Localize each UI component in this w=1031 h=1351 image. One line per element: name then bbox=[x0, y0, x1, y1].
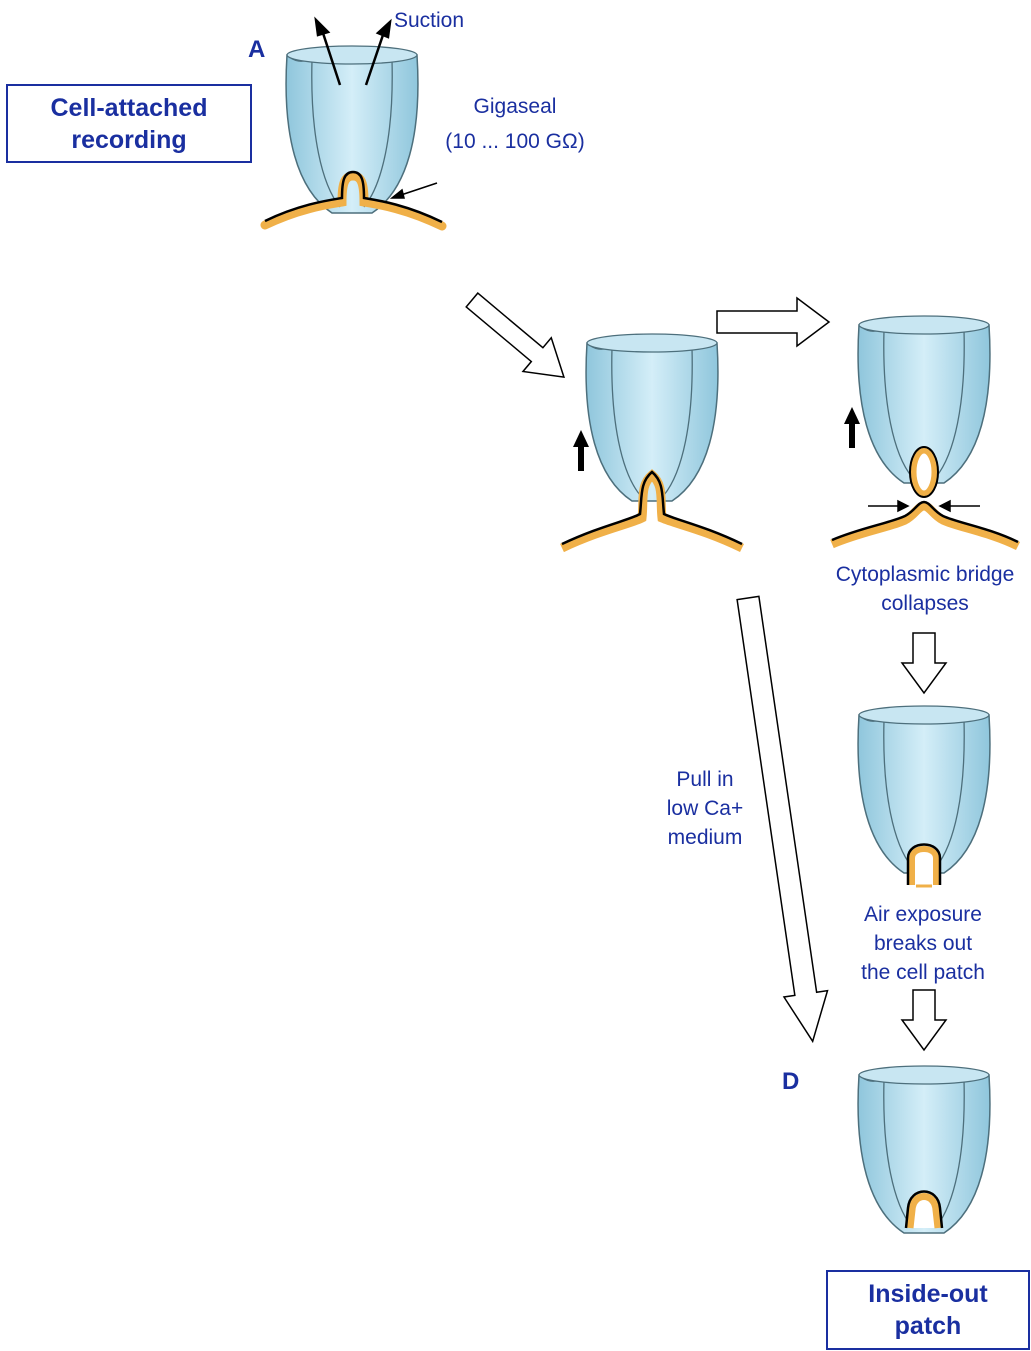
membrane-a bbox=[260, 170, 447, 231]
up-arrow-c bbox=[844, 407, 860, 448]
bridge-label: Cytoplasmic bridge collapses bbox=[820, 560, 1030, 618]
arrow-c-to-c2 bbox=[900, 632, 948, 695]
air-line3: the cell patch bbox=[861, 961, 985, 984]
pull-line2: low Ca+ bbox=[666, 797, 744, 820]
vesicle-c bbox=[909, 446, 939, 498]
arrow-b-to-d bbox=[736, 595, 829, 1044]
pipette-a bbox=[285, 45, 419, 214]
cell-attached-box: Cell-attached recording bbox=[6, 84, 252, 163]
pull-line3: medium bbox=[667, 826, 743, 849]
arrow-a-to-b bbox=[465, 292, 566, 379]
vesicle-c2 bbox=[906, 843, 942, 888]
inside-out-line2: patch bbox=[894, 1312, 962, 1340]
up-arrow-b bbox=[573, 430, 589, 471]
patch-d bbox=[904, 1190, 944, 1229]
gigaseal-label: Gigaseal (10 ... 100 GΩ) bbox=[420, 92, 610, 156]
suction-arrows bbox=[314, 16, 392, 86]
gigaseal-pointer bbox=[389, 182, 438, 199]
air-line1: Air exposure bbox=[864, 903, 982, 926]
air-line2: breaks out bbox=[873, 932, 973, 955]
pinch-arrows bbox=[868, 499, 980, 513]
pull-line1: Pull in bbox=[676, 768, 734, 791]
suction-label: Suction bbox=[394, 6, 464, 35]
cell-attached-line1: Cell-attached bbox=[50, 93, 208, 122]
panel-letter-d: D bbox=[782, 1068, 800, 1095]
suction-text: Suction bbox=[394, 9, 465, 32]
cell-attached-line2: recording bbox=[71, 125, 187, 154]
arrow-b-to-c bbox=[716, 296, 831, 348]
pull-label: Pull in low Ca+ medium bbox=[650, 765, 760, 852]
membrane-c bbox=[830, 500, 1021, 551]
bridge-line2: collapses bbox=[881, 592, 969, 615]
inside-out-box: Inside-out patch bbox=[826, 1270, 1030, 1350]
inside-out-line1: Inside-out bbox=[868, 1280, 988, 1308]
panel-letter-a: A bbox=[248, 36, 266, 63]
gigaseal-line1: Gigaseal bbox=[473, 95, 557, 118]
arrow-c2-to-d bbox=[900, 989, 948, 1052]
air-exposure-label: Air exposure breaks out the cell patch bbox=[838, 900, 1008, 987]
gigaseal-line2: (10 ... 100 GΩ) bbox=[445, 130, 585, 153]
bridge-line1: Cytoplasmic bridge bbox=[835, 563, 1015, 586]
membrane-b bbox=[560, 469, 744, 553]
